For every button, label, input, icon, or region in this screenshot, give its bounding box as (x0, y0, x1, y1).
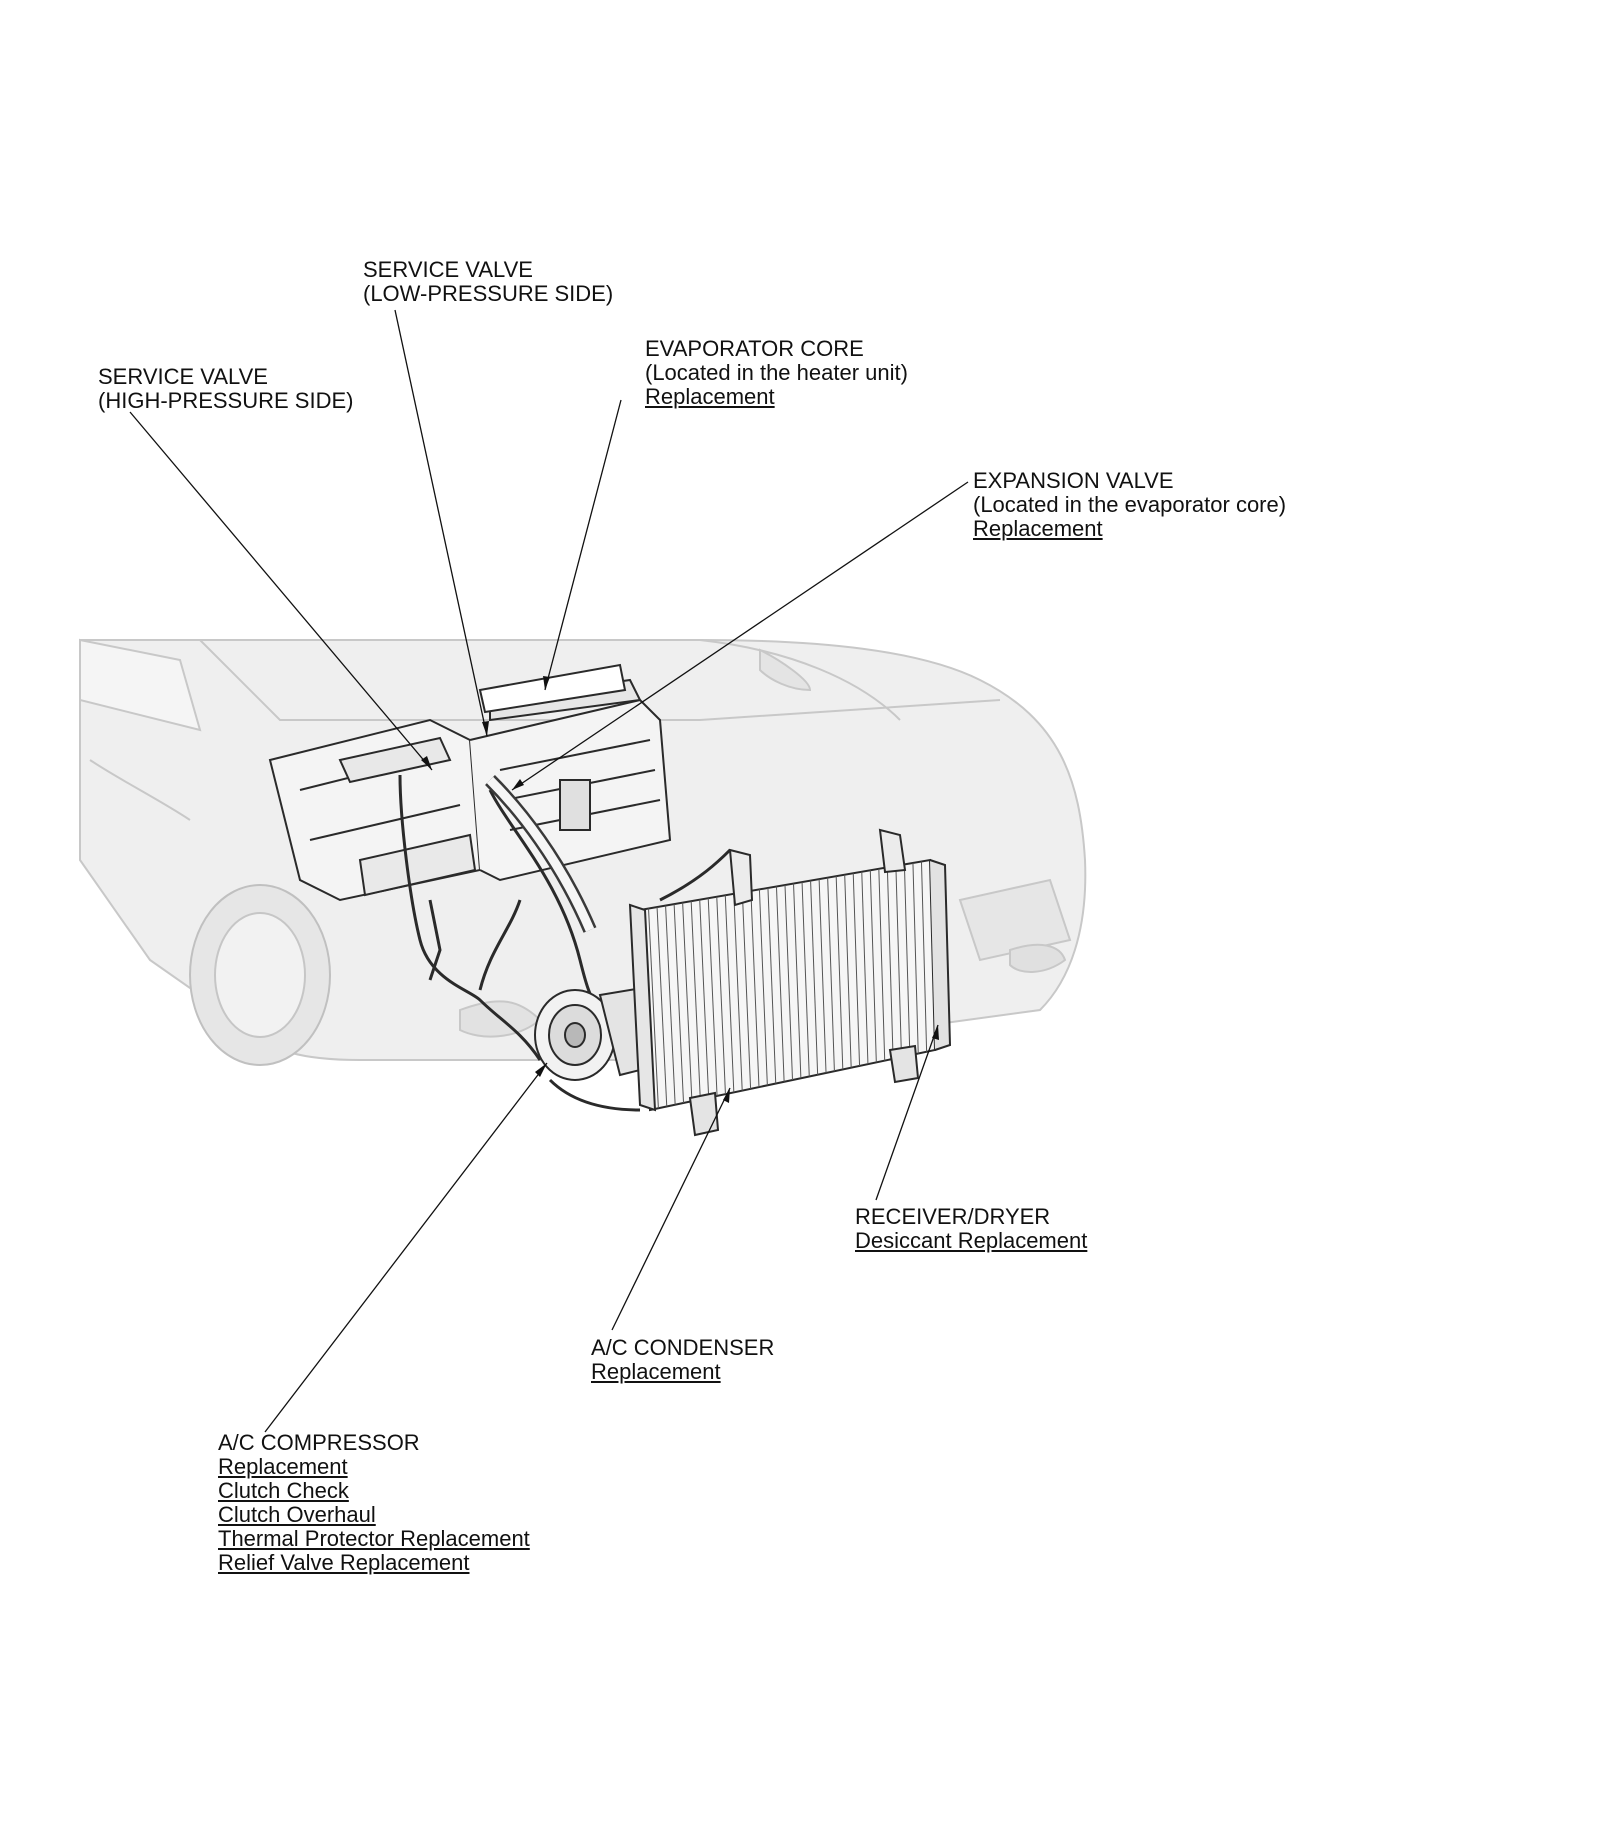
condenser-fin (878, 868, 886, 1061)
label-subtitle: (Located in the heater unit) (645, 360, 908, 385)
label-title: A/C CONDENSER (591, 1335, 775, 1360)
evaporator-replacement-link[interactable]: Replacement (645, 384, 775, 409)
condenser-fin (758, 889, 768, 1086)
condenser-fin (784, 884, 793, 1081)
condenser-fin (733, 893, 743, 1091)
condenser-fin (827, 877, 835, 1072)
condenser-fin (741, 892, 752, 1089)
condenser-fin (835, 876, 844, 1070)
condenser-fin (665, 905, 676, 1105)
relief-valve-replacement-link[interactable]: Relief Valve Replacement (218, 1550, 470, 1575)
thermal-protector-replacement-link[interactable]: Thermal Protector Replacement (218, 1526, 530, 1551)
label-service-valve-low: SERVICE VALVE (LOW-PRESSURE SIDE) (363, 258, 613, 306)
label-title: SERVICE VALVE (98, 364, 268, 389)
condenser-fin (793, 883, 802, 1079)
condenser-fin (724, 895, 735, 1093)
compressor-replacement-link[interactable]: Replacement (218, 1454, 348, 1479)
leader-lines (129, 309, 969, 1433)
label-evaporator-core: EVAPORATOR CORE (Located in the heater u… (645, 337, 908, 409)
condenser-fin (690, 901, 701, 1100)
condenser-fin (767, 887, 777, 1084)
refrigerant-lines (398, 774, 732, 1112)
condenser-fin (886, 867, 894, 1059)
expansion-valve-replacement-link[interactable]: Replacement (973, 516, 1103, 541)
condenser-fin (648, 908, 659, 1109)
condenser-fin (699, 899, 710, 1098)
condenser-fin (912, 862, 919, 1054)
condenser-replacement-link[interactable]: Replacement (591, 1359, 721, 1384)
ac-condenser (628, 828, 952, 1137)
label-service-valve-high: SERVICE VALVE (HIGH-PRESSURE SIDE) (98, 365, 353, 413)
condenser-fin (903, 864, 911, 1056)
clutch-check-link[interactable]: Clutch Check (218, 1478, 349, 1503)
condenser-fin (716, 896, 726, 1095)
label-subtitle: (LOW-PRESSURE SIDE) (363, 281, 614, 306)
condenser-fin (895, 865, 902, 1058)
condenser-fin (852, 873, 861, 1066)
condenser-fin (682, 902, 693, 1102)
condenser-fin (707, 898, 718, 1096)
condenser-fin (810, 880, 819, 1075)
label-title: EVAPORATOR CORE (645, 336, 864, 361)
condenser-fin (750, 890, 760, 1088)
leader-arrowheads (421, 676, 939, 1103)
label-ac-condenser: A/C CONDENSER Replacement (591, 1336, 774, 1384)
condenser-fin (920, 861, 928, 1052)
label-title: A/C COMPRESSOR (218, 1430, 420, 1455)
label-title: RECEIVER/DRYER (855, 1204, 1051, 1229)
condenser-fin (844, 874, 852, 1068)
label-title: EXPANSION VALVE (973, 468, 1174, 493)
desiccant-replacement-link[interactable]: Desiccant Replacement (855, 1228, 1088, 1253)
label-receiver-dryer: RECEIVER/DRYER Desiccant Replacement (855, 1205, 1087, 1253)
condenser-fin (869, 870, 877, 1063)
condenser-fin (673, 904, 685, 1103)
label-subtitle: (Located in the evaporator core) (973, 492, 1287, 517)
condenser-fin (818, 879, 827, 1073)
label-expansion-valve: EXPANSION VALVE (Located in the evaporat… (973, 469, 1286, 541)
label-ac-compressor: A/C COMPRESSOR Replacement Clutch Check … (218, 1431, 530, 1575)
condenser-fin (861, 871, 869, 1065)
label-subtitle: (HIGH-PRESSURE SIDE) (98, 388, 354, 413)
condenser-fin (656, 907, 668, 1107)
condenser-fin (801, 882, 810, 1077)
clutch-overhaul-link[interactable]: Clutch Overhaul (218, 1502, 376, 1527)
condenser-fin (775, 886, 785, 1082)
label-title: SERVICE VALVE (363, 257, 533, 282)
